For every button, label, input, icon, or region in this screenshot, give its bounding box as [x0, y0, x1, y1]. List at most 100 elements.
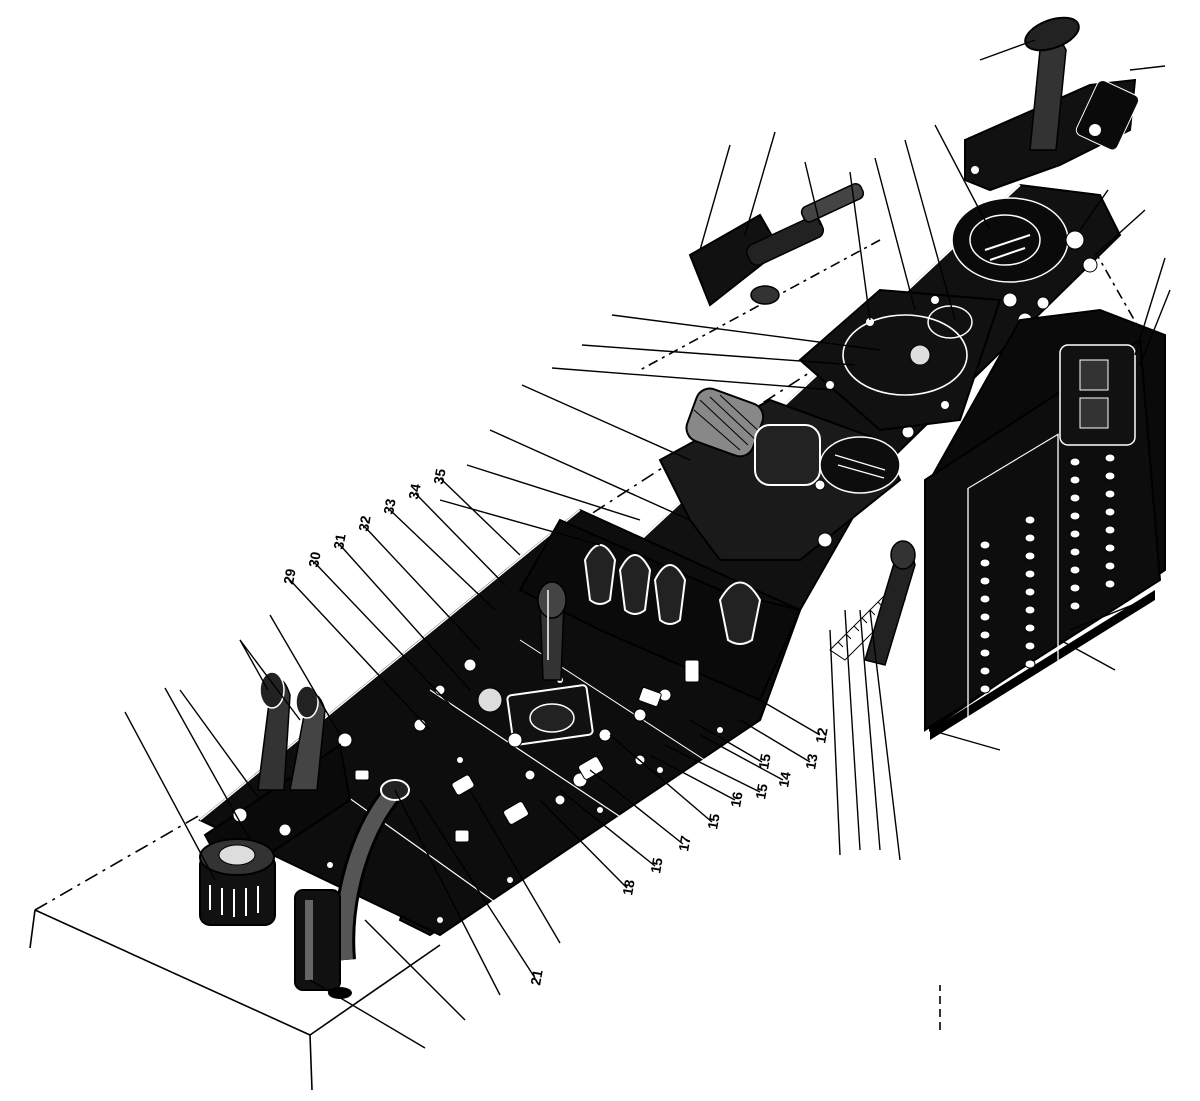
callout-labels: 35 34 33 32 31 30 29 12 13 14 15 15 16 1…	[280, 467, 830, 986]
leader-line	[759, 699, 821, 736]
callout-32: 32	[355, 514, 373, 532]
leader-line	[859, 609, 881, 851]
circuit-breaker	[1104, 579, 1116, 589]
circuit-breaker	[1069, 529, 1081, 539]
leader-line	[979, 39, 1036, 61]
circuit-breaker	[1104, 561, 1116, 571]
circuit-breaker	[1024, 569, 1036, 579]
leader-line	[339, 544, 471, 691]
callout-18: 18	[619, 878, 637, 896]
leader-line	[489, 429, 691, 521]
circuit-breaker	[1069, 547, 1081, 557]
leader-line	[611, 314, 881, 351]
circuit-breaker	[1104, 507, 1116, 517]
circuit-breaker	[1024, 533, 1036, 543]
circuit-breaker	[1024, 659, 1036, 669]
leader-line	[239, 639, 269, 691]
circuit-breaker	[1024, 551, 1036, 561]
callout-21: 21	[527, 968, 545, 986]
callout-15-c: 15	[704, 812, 722, 830]
leader-line	[1069, 597, 1151, 631]
leader-line	[364, 919, 466, 1021]
leader-line	[394, 789, 501, 996]
circuit-breaker	[1069, 475, 1081, 485]
trim-quadrant	[829, 540, 916, 666]
leader-line	[1129, 65, 1166, 71]
leader-line	[419, 799, 536, 979]
leader-line	[649, 754, 736, 801]
callout-13: 13	[802, 752, 820, 770]
circuit-breaker	[979, 540, 991, 550]
leader-line	[239, 639, 301, 721]
leader-line	[849, 171, 871, 321]
trim-roller-assembly	[658, 387, 915, 561]
leader-line	[1059, 639, 1116, 671]
leader-line	[689, 719, 763, 763]
breaker-grid	[979, 435, 1116, 694]
leader-line	[469, 789, 561, 944]
leader-line	[466, 464, 641, 521]
callout-29: 29	[280, 567, 298, 585]
panel-toggles	[337, 658, 700, 843]
leader-line	[929, 729, 1001, 751]
circuit-breaker	[1024, 623, 1036, 633]
leader-line	[414, 492, 506, 586]
circuit-breaker	[1069, 601, 1081, 611]
circuit-breaker	[1104, 453, 1116, 463]
leader-line	[869, 609, 901, 861]
circuit-breaker	[979, 666, 991, 676]
circuit-breaker	[1104, 543, 1116, 553]
leader-line	[551, 367, 836, 391]
leader-line	[829, 629, 841, 856]
circuit-breaker	[1104, 471, 1116, 481]
circuit-breaker	[1024, 605, 1036, 615]
ribbed-knob	[199, 838, 276, 926]
leader-line	[874, 157, 916, 311]
exploded-lever-bracket-right	[964, 16, 1140, 192]
leader-line	[364, 526, 481, 651]
callout-12: 12	[812, 726, 830, 744]
leader-lines	[124, 39, 1171, 1049]
circuit-breaker	[979, 594, 991, 604]
leader-line	[1094, 209, 1146, 256]
leader-line	[389, 509, 496, 611]
circuit-breaker	[1069, 511, 1081, 521]
leader-line	[521, 384, 691, 461]
leader-line	[844, 609, 861, 851]
top-dial	[951, 197, 1098, 328]
leader-line	[439, 477, 521, 556]
leader-line	[439, 499, 601, 546]
leader-line	[804, 161, 821, 226]
circuit-breaker	[1024, 641, 1036, 651]
leader-line	[314, 562, 456, 711]
leader-line	[1079, 189, 1109, 231]
circuit-breaker	[1104, 525, 1116, 535]
circuit-breaker	[1069, 565, 1081, 575]
exploded-lever-bracket-left	[688, 183, 865, 307]
leader-line	[581, 344, 856, 366]
leader-line	[664, 744, 761, 793]
circuit-breaker	[979, 648, 991, 658]
circuit-breaker	[1069, 457, 1081, 467]
leader-line	[1139, 289, 1171, 366]
callout-15-d: 15	[647, 856, 665, 874]
circuit-breaker	[1024, 515, 1036, 525]
circuit-breaker	[1024, 587, 1036, 597]
leader-line	[539, 799, 628, 889]
circuit-breaker	[1069, 493, 1081, 503]
callout-14: 14	[775, 770, 793, 788]
callout-30: 30	[305, 550, 323, 568]
circuit-breaker	[1104, 489, 1116, 499]
circuit-breaker	[979, 576, 991, 586]
callout-15-a: 15	[752, 782, 770, 800]
leader-line	[309, 979, 426, 1049]
leader-line	[289, 579, 431, 731]
leader-line	[269, 614, 341, 736]
circuit-breaker-panel	[924, 308, 1166, 740]
circuit-breaker	[979, 612, 991, 622]
leader-line	[1134, 257, 1166, 356]
circuit-breaker	[979, 558, 991, 568]
callout-15-b: 15	[755, 752, 773, 770]
